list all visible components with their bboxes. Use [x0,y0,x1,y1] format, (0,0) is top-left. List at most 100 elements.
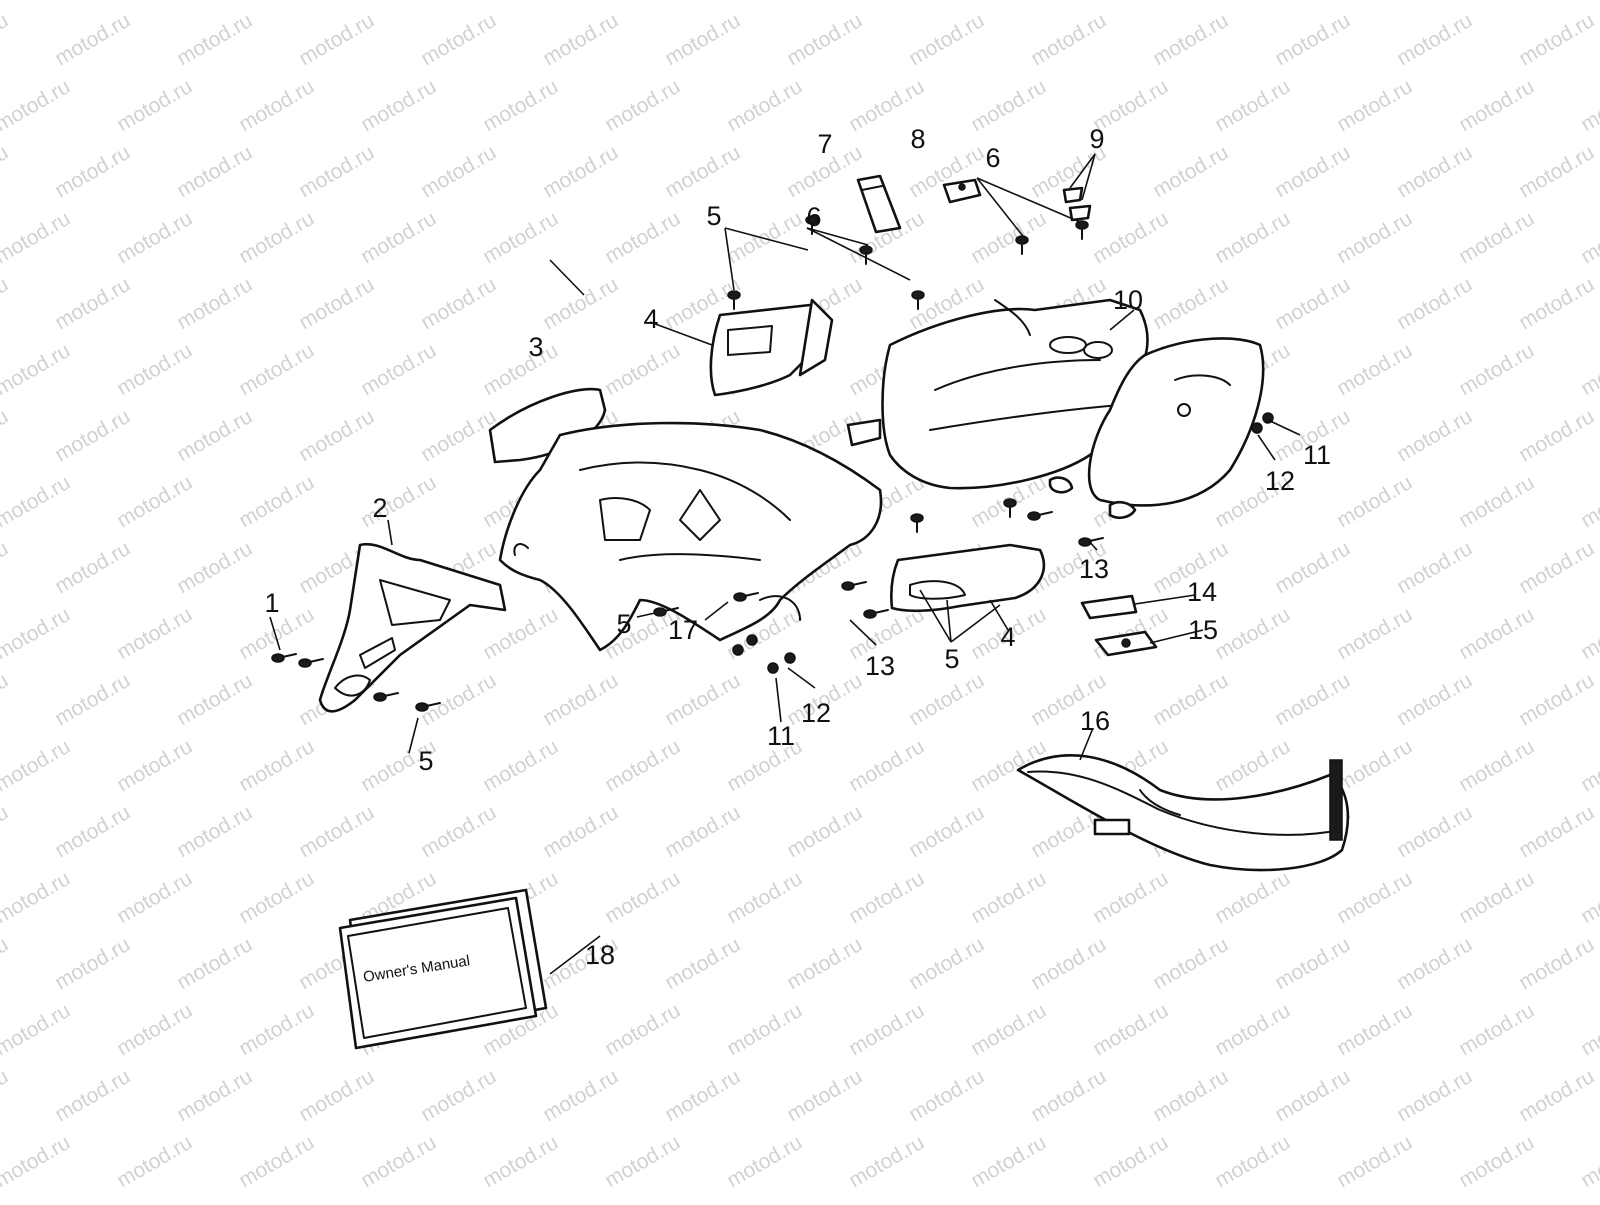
watermark-text: motod.ru [1089,0,1172,4]
watermark-text: motod.ru [173,141,256,202]
watermark-text: motod.ru [1455,339,1538,400]
screw [733,592,759,602]
leader-line [806,227,869,246]
watermark-text: motod.ru [905,1065,988,1126]
watermark-text: motod.ru [51,801,134,862]
watermark-text: motod.ru [113,603,196,664]
callout-14: 14 [1187,577,1217,607]
watermark-text: motod.ru [113,1131,196,1192]
watermark-text: motod.ru [1271,1065,1354,1126]
watermark-text: motod.ru [723,867,806,928]
watermark-text: motod.ru [235,471,318,532]
watermark-text: motod.ru [417,141,500,202]
leader-line [976,177,1027,241]
watermark-text: motod.ru [1333,339,1416,400]
leader-line [387,519,393,546]
watermark-text: motod.ru [1515,669,1598,730]
watermark-text: motod.ru [1455,0,1538,4]
watermark-text: motod.ru [0,75,74,136]
watermark-text: motod.ru [1515,801,1598,862]
leader-line [636,612,656,618]
leader-line [806,227,911,281]
watermark-text: motod.ru [1577,471,1600,532]
watermark-text: motod.ru [967,75,1050,136]
front-fender [488,387,883,652]
watermark-text: motod.ru [1455,207,1538,268]
watermark-text: motod.ru [1515,9,1598,70]
watermark-text: motod.ru [1455,867,1538,928]
watermark-text: motod.ru [113,471,196,532]
watermark-text: motod.ru [967,999,1050,1060]
watermark-text: motod.ru [0,801,12,862]
watermark-text: motod.ru [1577,603,1600,664]
watermark-text: motod.ru [113,339,196,400]
watermark-text: motod.ru [235,339,318,400]
watermark-text: motod.ru [51,1065,134,1126]
rear-fender [846,298,1265,520]
owners-manual: Owner's Manual [338,888,548,1050]
callout-5: 5 [616,609,631,639]
watermark-text: motod.ru [295,801,378,862]
watermark-text: motod.ru [845,1131,928,1192]
watermark-text: motod.ru [1393,1065,1476,1126]
watermark-text: motod.ru [1089,207,1172,268]
watermark-text: motod.ru [1577,999,1600,1060]
leader-line [989,599,1009,631]
watermark-text: motod.ru [1149,273,1232,334]
leader-line [1134,594,1196,605]
watermark-text: motod.ru [417,273,500,334]
nut [1251,422,1263,434]
watermark-text: motod.ru [1393,801,1476,862]
watermark-text: motod.ru [783,801,866,862]
screw [1027,511,1053,521]
watermark-text: motod.ru [1455,603,1538,664]
watermark-text: motod.ru [417,1065,500,1126]
watermark-text: motod.ru [967,0,1050,4]
screw [415,702,441,712]
watermark-text: motod.ru [0,405,12,466]
watermark-text: motod.ru [357,1131,440,1192]
watermark-text: motod.ru [1577,207,1600,268]
watermark-text: motod.ru [1577,867,1600,928]
watermark-text: motod.ru [601,207,684,268]
watermark-text: motod.ru [1333,471,1416,532]
callout-16: 16 [1080,706,1110,736]
leader-line [724,227,735,291]
watermark-text: motod.ru [1515,273,1598,334]
watermark-text: motod.ru [845,867,928,928]
watermark-text: motod.ru [783,1065,866,1126]
callout-6: 6 [985,143,1000,173]
watermark-text: motod.ru [1027,9,1110,70]
leader-line [775,677,782,723]
watermark-text: motod.ru [601,75,684,136]
watermark-text: motod.ru [357,75,440,136]
watermark-text: motod.ru [1577,1131,1600,1192]
watermark-text: motod.ru [1455,999,1538,1060]
watermark-text: motod.ru [0,933,12,994]
watermark-text: motod.ru [1333,867,1416,928]
watermark-text: motod.ru [1577,735,1600,796]
callout-1: 1 [264,588,279,618]
watermark-text: motod.ru [967,207,1050,268]
watermark-text: motod.ru [1271,537,1354,598]
watermark-text: motod.ru [113,999,196,1060]
screw [863,609,889,619]
callout-5: 5 [944,644,959,674]
leader-line [408,717,419,754]
callout-4: 4 [1000,622,1015,652]
watermark-text: motod.ru [0,1131,74,1192]
watermark-text: motod.ru [1577,75,1600,136]
fasteners [271,215,1274,712]
watermark-text: motod.ru [113,867,196,928]
watermark-text: motod.ru [113,0,196,4]
callout-12: 12 [801,698,831,728]
watermark-text: motod.ru [1455,75,1538,136]
watermark-text: motod.ru [0,207,74,268]
leader-line [946,599,952,643]
watermark-text: motod.ru [539,9,622,70]
watermark-text: motod.ru [0,9,12,70]
watermark-text: motod.ru [0,603,74,664]
leader-line [849,619,877,646]
watermark-text: motod.ru [295,273,378,334]
